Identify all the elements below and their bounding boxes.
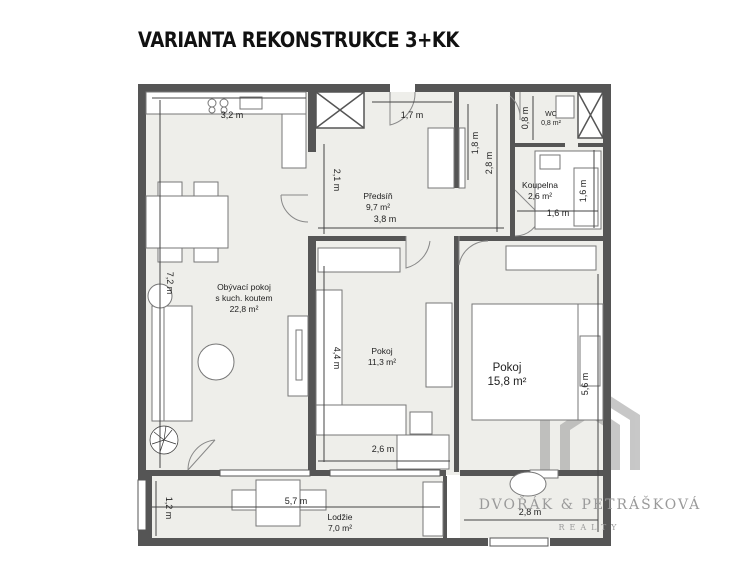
plant-icon	[149, 425, 179, 455]
shafts	[315, 91, 604, 139]
dim-bath-h: 1,6 m	[578, 180, 588, 203]
room-wc-name: WC	[545, 111, 557, 118]
toilet	[555, 95, 575, 119]
dim-living-depth: 7,2 m	[165, 272, 175, 295]
dim-bath-w: 1,6 m	[547, 208, 570, 218]
coffee-table	[197, 343, 235, 381]
room-loggia-name: Lodžie	[327, 512, 352, 522]
wardrobe-hall	[427, 127, 455, 189]
dim-room1-depth: 4,4 m	[332, 347, 342, 370]
room-1-area: 11,3 m²	[368, 357, 396, 367]
dining-table	[145, 195, 229, 249]
dim-loggia-depth: 1,2 m	[164, 497, 174, 520]
walls	[138, 84, 611, 546]
dim-closet-h2: 2,8 m	[484, 152, 494, 175]
watermark-line2: REALTY	[559, 523, 622, 532]
dimension-labels: 3,2 m 7,2 m 1,7 m 2,1 m 3,8 m 1,8 m 2,8 …	[164, 107, 590, 520]
room-hall-area: 9,7 m²	[366, 202, 390, 212]
room-bath-area: 2,6 m²	[528, 191, 552, 201]
room-labels: Obývací pokoj s kuch. koutem 22,8 m² Pře…	[215, 111, 561, 533]
room-living-name2: s kuch. koutem	[215, 293, 272, 303]
bed-room1	[315, 289, 343, 421]
bed-room2	[471, 303, 583, 421]
wardrobe-room1	[317, 247, 401, 273]
windows	[137, 469, 549, 547]
desk-room1	[396, 434, 450, 470]
chair-room2	[509, 471, 547, 497]
dim-room2-depth: 5,6 m	[580, 373, 590, 396]
dim-wc-h: 0,8 m	[520, 107, 530, 130]
room-bath-name: Koupelna	[522, 180, 558, 190]
dim-loggia-width: 5,7 m	[285, 496, 308, 506]
furniture	[145, 91, 604, 537]
plan-title: VARIANTA REKONSTRUKCE 3+KK	[138, 28, 459, 52]
room-1-name: Pokoj	[371, 346, 392, 356]
dimension-lines	[152, 96, 599, 536]
room-living-area: 22,8 m²	[230, 304, 259, 314]
room-loggia-area: 7,0 m²	[328, 523, 352, 533]
room-wc-area: 0,8 m²	[541, 120, 562, 127]
room-living-name1: Obývací pokoj	[217, 282, 271, 292]
shelf-room1	[425, 302, 453, 388]
wardrobe-room2	[505, 245, 597, 271]
dim-living-width: 3,2 m	[221, 110, 244, 120]
kitchen-counter-side	[281, 113, 307, 169]
dim-room1-width: 2,6 m	[372, 444, 395, 454]
loggia-bench	[422, 481, 444, 537]
dim-hall-top: 1,7 m	[401, 110, 424, 120]
watermark-line1: DVOŘÁK & PETRÁŠKOVÁ	[479, 495, 702, 513]
watermark: DVOŘÁK & PETRÁŠKOVÁ REALTY	[479, 495, 702, 532]
dim-closet-h1: 1,8 m	[470, 132, 480, 155]
room-2-area: 15,8 m²	[488, 376, 527, 388]
room-hall-name: Předsíň	[363, 191, 393, 201]
dim-hall-height: 2,1 m	[332, 169, 342, 192]
dim-hall-width: 3,8 m	[374, 214, 397, 224]
sink	[239, 96, 263, 110]
room-2-name: Pokoj	[493, 362, 522, 374]
dim-room2-width: 2,8 m	[519, 507, 542, 517]
